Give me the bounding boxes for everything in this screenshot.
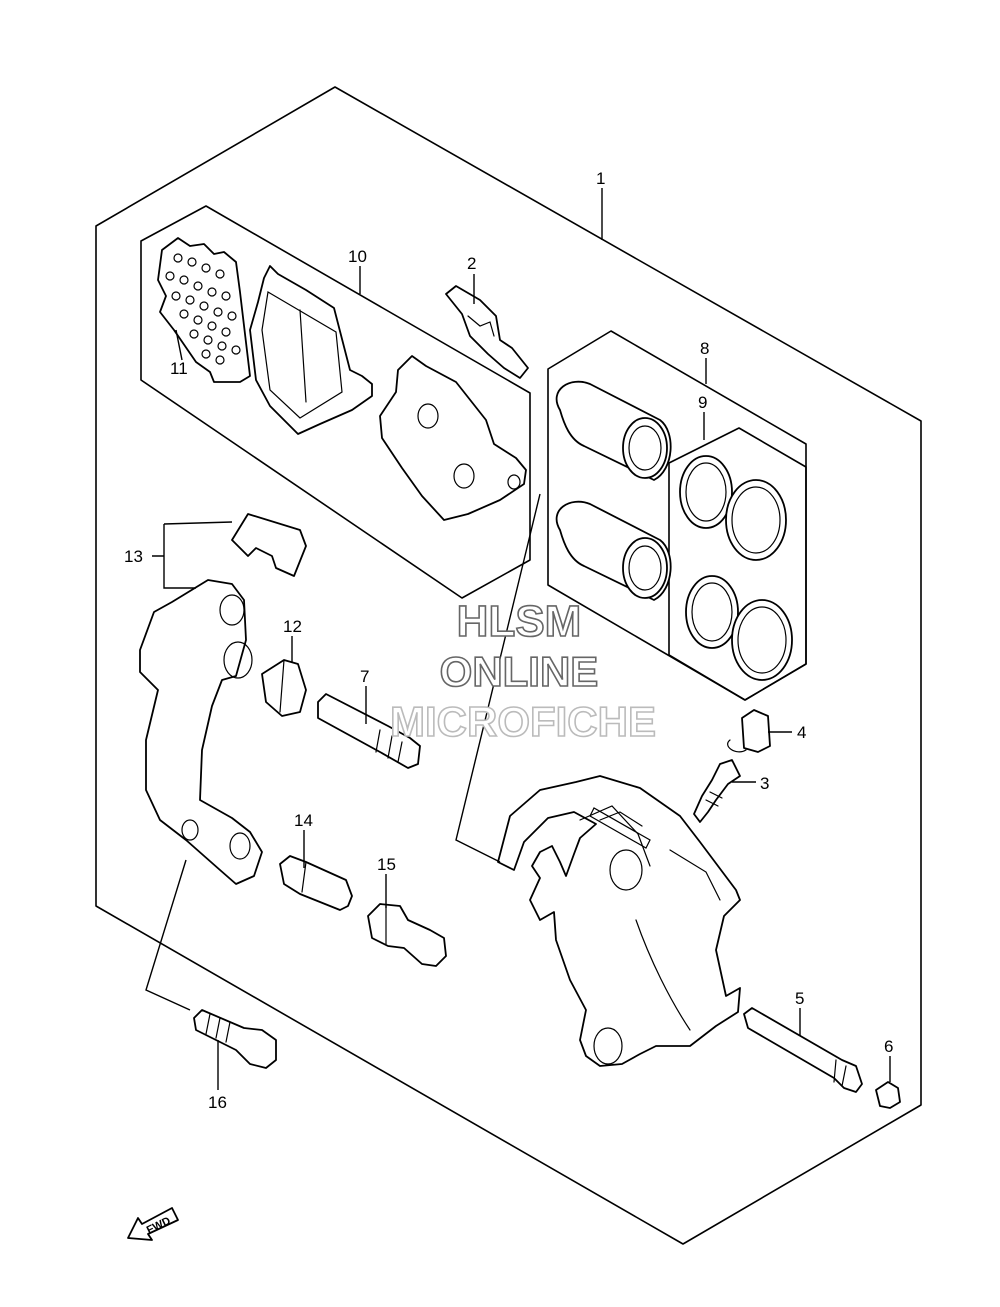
callout-14: 14 <box>294 811 313 830</box>
callout-12: 12 <box>283 617 302 636</box>
slide-pin-lower <box>367 903 447 967</box>
seal-group-box <box>668 427 807 701</box>
piston-seals <box>679 455 793 681</box>
callout-7: 7 <box>360 667 369 686</box>
connector-line-lower <box>145 859 191 1011</box>
brake-pad-front <box>249 265 373 435</box>
caliper-body <box>497 775 741 1067</box>
callout-9: 9 <box>698 393 707 412</box>
callout-10: 10 <box>348 247 367 266</box>
callout-13: 13 <box>124 547 143 566</box>
callout-11: 11 <box>170 359 188 378</box>
callout-5: 5 <box>795 989 804 1008</box>
connector-line <box>455 493 541 863</box>
callout-8: 8 <box>700 339 709 358</box>
assembly-boundary <box>95 86 922 1245</box>
callout-16: 16 <box>208 1093 227 1112</box>
callout-3: 3 <box>760 774 769 793</box>
bleeder-valve <box>693 759 741 823</box>
caliper-pin <box>743 1007 863 1093</box>
watermark-line-1: HLSM <box>457 597 582 646</box>
pin-boot <box>261 659 307 717</box>
watermark-line-3: MICROFICHE <box>390 698 656 745</box>
callout-15: 15 <box>377 855 396 874</box>
callout-1: 1 <box>596 169 605 188</box>
sleeve <box>279 855 353 911</box>
caliper-bracket <box>139 579 263 885</box>
forward-arrow-icon: FWD <box>127 1207 179 1241</box>
piston-lower <box>555 500 672 601</box>
mounting-bolt <box>193 1009 277 1069</box>
piston-upper <box>555 380 672 481</box>
callout-4: 4 <box>797 723 806 742</box>
leader-11 <box>175 329 183 361</box>
bleeder-cap <box>727 709 771 753</box>
slide-pin-upper <box>317 693 421 769</box>
brake-pad-rear <box>379 355 527 521</box>
callout-6: 6 <box>884 1037 893 1056</box>
leader-13 <box>152 521 233 589</box>
pad-shim <box>157 237 251 383</box>
pin-plug <box>875 1081 901 1109</box>
callout-2: 2 <box>467 254 476 273</box>
pad-spring <box>445 285 529 379</box>
watermark-line-2: ONLINE <box>440 648 599 695</box>
brake-pad-group-box <box>140 205 531 599</box>
forward-arrow-label: FWD <box>145 1215 173 1237</box>
bracket-spring <box>231 513 307 577</box>
